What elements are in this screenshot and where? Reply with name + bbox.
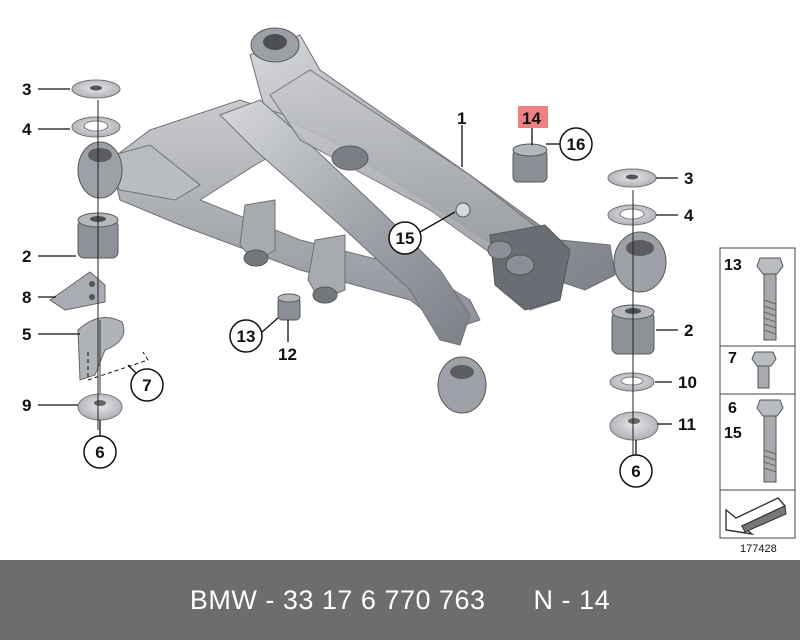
callout-14: 14 bbox=[522, 109, 541, 128]
callout-6-right: 6 bbox=[631, 462, 640, 481]
bolt-legend-panel: 13 7 6 15 177428 bbox=[719, 247, 796, 555]
leader-lines bbox=[38, 88, 678, 455]
callout-10: 10 bbox=[678, 373, 697, 392]
callout-12: 12 bbox=[278, 345, 297, 364]
callout-7: 7 bbox=[142, 376, 151, 395]
legend-15: 15 bbox=[724, 425, 742, 442]
dashed-guide-7 bbox=[87, 351, 149, 381]
left-washer-4 bbox=[71, 116, 121, 138]
arrow-symbol-icon bbox=[725, 497, 787, 536]
legend-7: 7 bbox=[728, 350, 737, 367]
circle-callout-7: 7 bbox=[130, 368, 164, 402]
bracket-8 bbox=[49, 271, 106, 311]
callout-11: 11 bbox=[678, 415, 696, 434]
axle-carrier-frame bbox=[77, 27, 667, 414]
left-washer-3 bbox=[71, 79, 121, 99]
callout-16: 16 bbox=[567, 135, 586, 154]
callout-4-right: 4 bbox=[684, 206, 694, 225]
callout-2-left: 2 bbox=[22, 247, 31, 266]
long-bolt-icon bbox=[756, 257, 784, 341]
callout-1: 1 bbox=[457, 109, 466, 128]
part-number-footer: BMW - 33 17 6 770 763 N - 14 bbox=[0, 560, 800, 640]
diagram-reference-number: 177428 bbox=[740, 543, 777, 555]
legend-6: 6 bbox=[728, 400, 737, 417]
callout-4-left: 4 bbox=[22, 120, 32, 139]
circle-callout-6-right: 6 bbox=[619, 454, 653, 488]
callout-8: 8 bbox=[22, 288, 31, 307]
callout-9: 9 bbox=[22, 396, 31, 415]
bracket-5 bbox=[77, 317, 125, 400]
bushing-13 bbox=[277, 293, 301, 321]
short-bolt-icon bbox=[751, 351, 777, 389]
callout-3-right: 3 bbox=[684, 169, 693, 188]
callout-3-left: 3 bbox=[22, 80, 31, 99]
callout-5: 5 bbox=[22, 325, 31, 344]
callout-6-left: 6 bbox=[95, 443, 104, 462]
right-disc-11 bbox=[609, 411, 659, 441]
rear-axle-carrier-parts-diagram: 3 4 2 8 5 9 1 12 3 4 2 10 11 14 6 7 16 1… bbox=[22, 27, 796, 555]
callout-14-highlight bbox=[518, 106, 548, 128]
circle-callout-16: 16 bbox=[559, 127, 593, 161]
callout-2-right: 2 bbox=[684, 321, 693, 340]
footer-part-number-text: BMW - 33 17 6 770 763 N - 14 bbox=[189, 584, 611, 615]
circle-callout-13: 13 bbox=[229, 319, 263, 353]
circle-callout-6-left: 6 bbox=[83, 435, 117, 469]
callout-15: 15 bbox=[396, 229, 415, 248]
callout-13: 13 bbox=[237, 327, 256, 346]
circle-callout-15: 15 bbox=[388, 221, 422, 255]
medium-bolt-icon bbox=[756, 399, 784, 483]
legend-13: 13 bbox=[724, 257, 742, 274]
right-washer-10 bbox=[609, 372, 655, 392]
right-washer-3 bbox=[607, 168, 657, 188]
bushing-16 bbox=[512, 143, 548, 183]
left-disc-9 bbox=[77, 393, 123, 421]
right-washer-4 bbox=[607, 204, 657, 226]
